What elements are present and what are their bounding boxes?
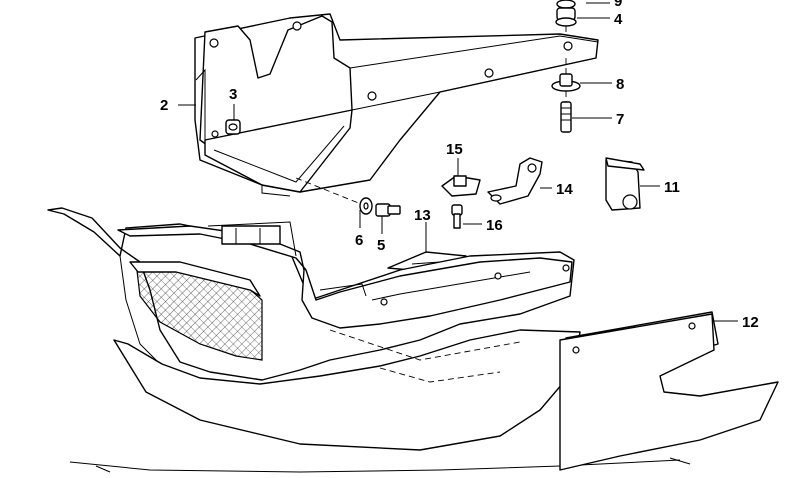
callout-11: 11	[664, 179, 680, 196]
callout-12: 12	[742, 314, 759, 331]
callout-8: 8	[616, 76, 624, 93]
callout-7: 7	[616, 111, 624, 128]
washer-and-bolt	[359, 197, 401, 217]
callout-6: 6	[355, 232, 363, 249]
callout-15: 15	[446, 141, 463, 158]
callout-3: 3	[229, 86, 237, 103]
callout-2: 2	[160, 97, 168, 114]
callout-13: 13	[414, 207, 431, 224]
mount-stack	[551, 0, 581, 133]
assembly-line	[295, 177, 367, 207]
callout-14: 14	[556, 181, 573, 198]
callout-5: 5	[377, 237, 385, 254]
mounting-bracket	[194, 13, 599, 197]
grille-mesh	[129, 261, 263, 361]
clip-nut	[441, 175, 481, 197]
callout-9: 9	[614, 0, 622, 10]
spoiler-lower-section	[47, 207, 691, 473]
rubber-mount	[225, 119, 241, 135]
clamp-bracket	[605, 157, 645, 211]
side-panel	[559, 311, 779, 471]
callout-leaders	[178, 2, 738, 322]
bolt	[451, 204, 463, 229]
callout-4: 4	[614, 11, 623, 28]
callout-16: 16	[486, 217, 503, 234]
bracket-arm	[487, 157, 543, 205]
callout-labels: 9 4 8 7 2 3 15 14 11 13 16 6 5 12	[160, 0, 759, 331]
